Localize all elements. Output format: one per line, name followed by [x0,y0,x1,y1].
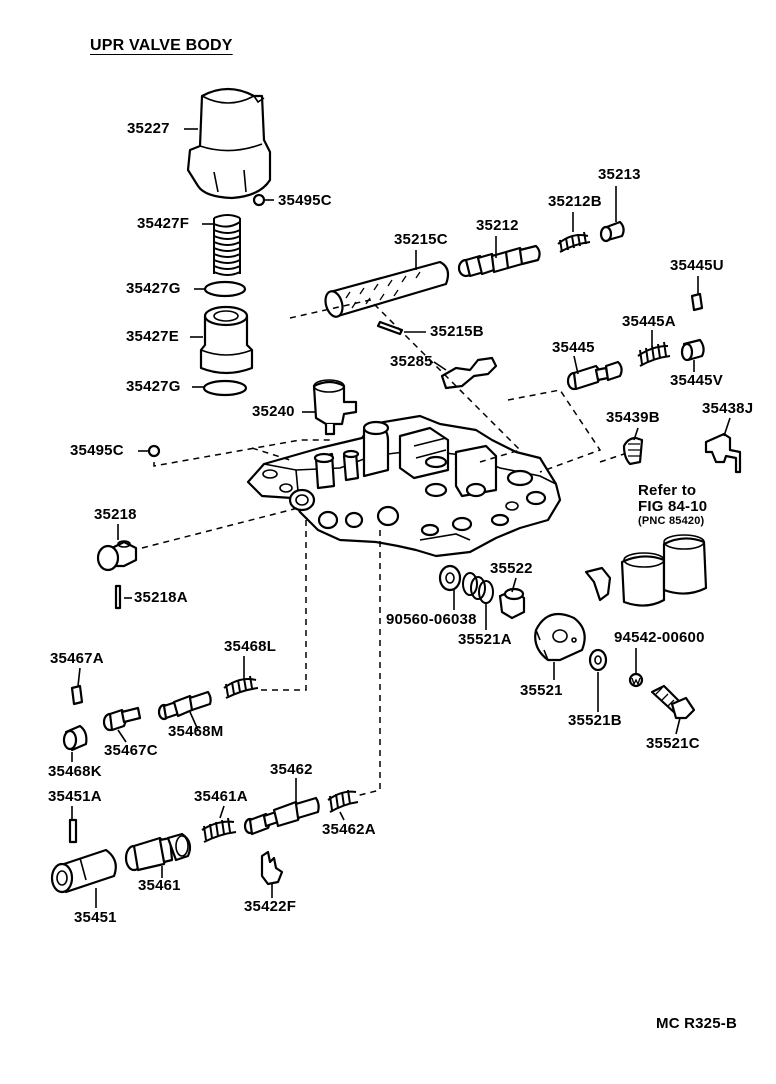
part-35438J-bracket [704,432,742,474]
part-35215C-sleeve [324,260,450,318]
part-35285-plate [440,356,498,390]
part-35462A-spring [327,789,359,813]
part-35240-solenoid [312,379,358,436]
label-35215B: 35215B [430,323,484,340]
part-35521C-bolt [650,684,696,720]
leader-lines [71,128,731,908]
label-94542-00600: 94542-00600 [614,629,705,646]
label-35462A: 35462A [322,821,376,838]
label-35445: 35445 [552,339,595,356]
part-35213-plug [599,220,625,243]
label-35445U: 35445U [670,257,724,274]
label-35427E: 35427E [126,328,179,345]
part-35427E-piston [199,305,254,375]
diagram-title: UPR VALVE BODY [90,37,233,54]
label-35438J: 35438J [702,400,754,417]
label-35522: 35522 [490,560,533,577]
label-35427G-bottom: 35427G [126,378,181,395]
label-35240: 35240 [252,403,295,420]
part-35451-sleeve [50,848,117,894]
part-35468K-plug [62,724,88,752]
label-35212B: 35212B [548,193,602,210]
part-35445V-plug [680,338,705,362]
part-35521B-washer [588,648,608,672]
label-35439B: 35439B [606,409,660,426]
part-35427G-oring-bottom [202,379,248,397]
label-35468L: 35468L [224,638,277,655]
label-35521A: 35521A [458,631,512,648]
part-90560-washer [438,564,462,592]
label-35521B: 35521B [568,712,622,729]
label-35461: 35461 [138,877,181,894]
part-35461A-spring [201,817,237,843]
part-35468M-valve [157,690,212,721]
label-35215C: 35215C [394,231,448,248]
label-35467C: 35467C [104,742,158,759]
part-35218-plug [96,540,138,572]
part-35461-valve [124,832,192,872]
label-35521: 35521 [520,682,563,699]
solenoid-assembly-reference [584,534,708,607]
label-35445V: 35445V [670,372,723,389]
part-35445U-key [690,292,704,312]
label-35422F: 35422F [244,898,297,915]
part-35212B-spring [557,231,591,253]
label-35212: 35212 [476,217,519,234]
part-35422F-clip [260,850,284,886]
part-35495C-mid-ball [147,444,161,458]
part-35427G-oring-top [203,280,247,298]
label-35427F: 35427F [137,215,190,232]
label-35285: 35285 [390,353,433,370]
part-35521-plate [534,612,586,662]
label-35451: 35451 [74,909,117,926]
part-35215B-pin [376,320,404,336]
label-35461A: 35461A [194,788,248,805]
part-35467A-key [70,684,84,706]
part-35227-cover [186,87,272,200]
figure-code: MC R325-B [656,1015,737,1032]
part-35445A-spring [637,341,671,367]
label-90560-06038: 90560-06038 [386,611,477,628]
part-35495C-top-ball [252,193,266,207]
label-35467A: 35467A [50,650,104,667]
label-35451A: 35451A [48,788,102,805]
part-35467C-valve [102,706,142,732]
part-35445-valve [566,360,623,391]
label-35445A: 35445A [622,313,676,330]
reference-line-1: Refer to [638,482,697,499]
part-35427F-spring [213,214,241,276]
part-35462-valve [243,796,320,836]
label-35495C-mid: 35495C [70,442,124,459]
part-35451A-pin [68,818,78,844]
upper-valve-body [246,414,562,558]
part-35218A-pin [114,584,122,610]
label-35427G-top: 35427G [126,280,181,297]
part-35439B-plug [622,436,644,466]
label-35213: 35213 [598,166,641,183]
reference-line-3: (PNC 85420) [638,515,705,527]
label-35521C: 35521C [646,735,700,752]
label-35468M: 35468M [168,723,224,740]
label-35227: 35227 [127,120,170,137]
reference-line-2: FIG 84-10 [638,498,708,515]
dashed-assembly-lines [141,299,625,797]
part-35212-valve [457,244,541,278]
label-35462: 35462 [270,761,313,778]
label-35495C-top: 35495C [278,192,332,209]
label-35468K: 35468K [48,763,102,780]
part-35522-collar [498,587,526,620]
label-35218: 35218 [94,506,137,523]
part-94542-washer [628,672,644,688]
part-35468L-spring [223,675,259,699]
part-35521A-spring [462,572,494,604]
label-35218A: 35218A [134,589,188,606]
